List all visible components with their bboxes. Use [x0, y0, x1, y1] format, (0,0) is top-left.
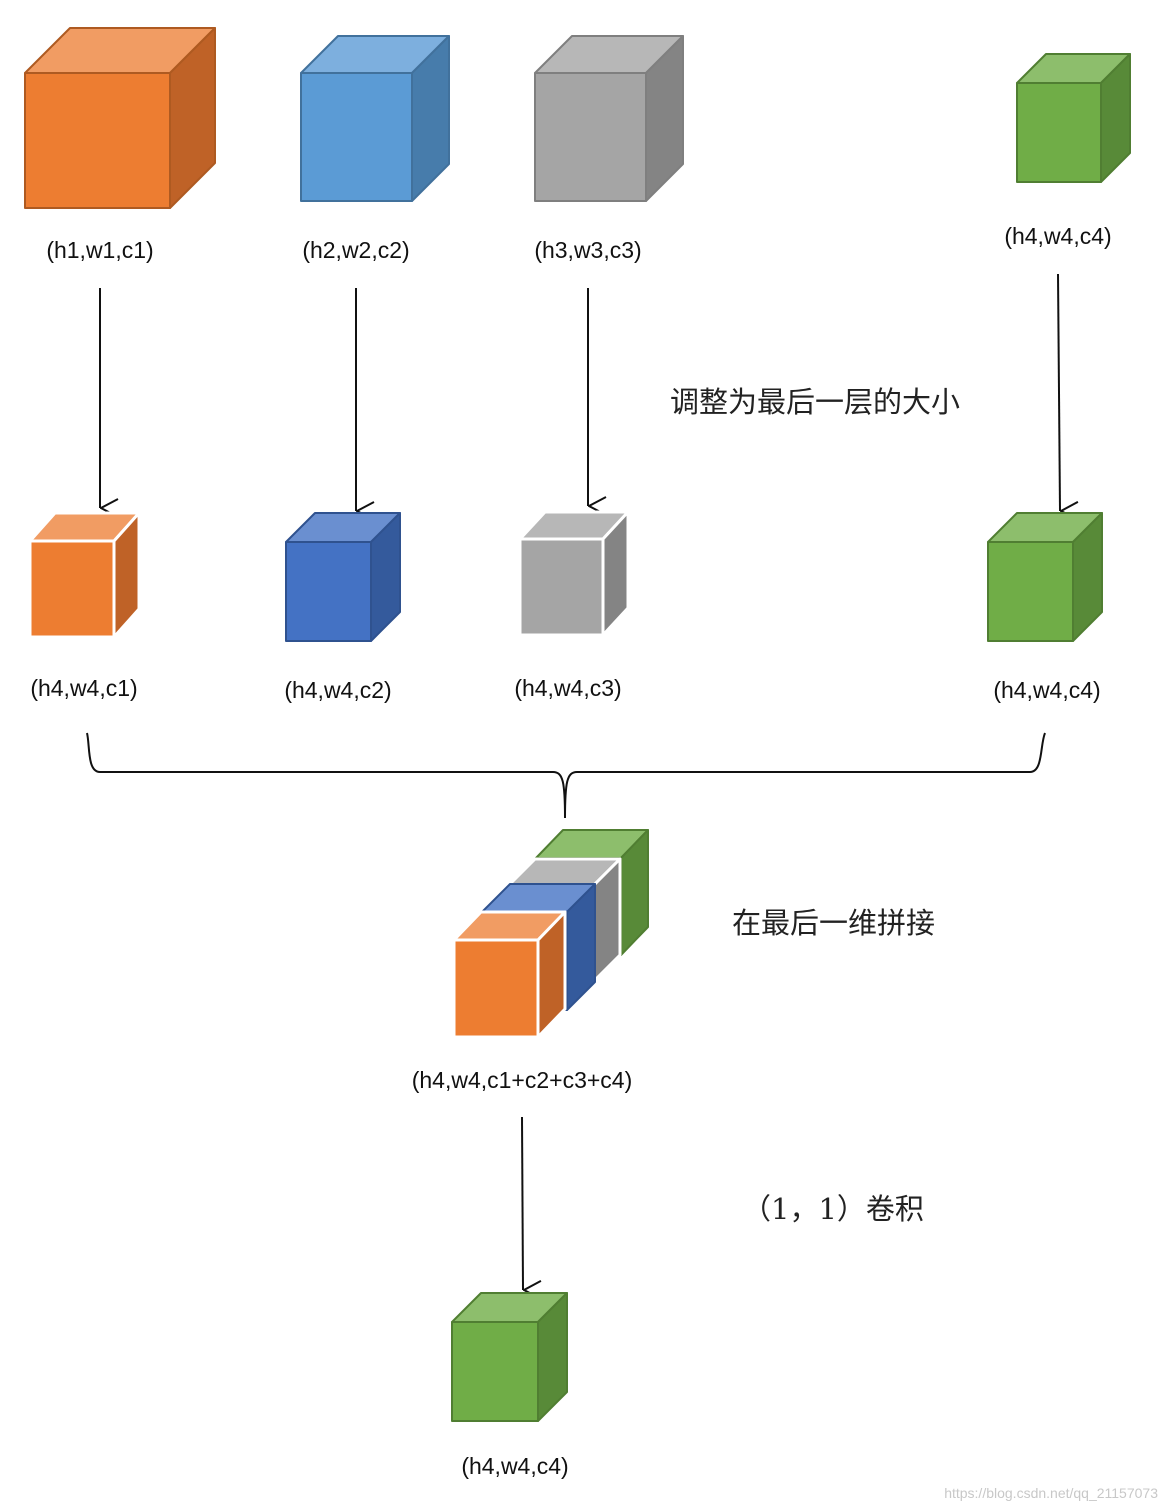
resized-label-3: (h4,w4,c3)	[514, 675, 621, 701]
resized-label-2: (h4,w4,c2)	[284, 677, 391, 703]
input-cube-2-front-face	[300, 72, 413, 202]
resized-cube-1	[28, 511, 141, 639]
resized-cube-3-front-face	[518, 537, 605, 637]
concat-label: (h4,w4,c1+c2+c3+c4)	[412, 1067, 633, 1093]
input-label-1: (h1,w1,c1)	[46, 237, 153, 263]
resized-cube-4	[987, 512, 1103, 642]
input-cube-4-front-face	[1016, 82, 1102, 183]
resize-arrow-4	[1057, 273, 1060, 511]
resize-note: 调整为最后一层的大小	[670, 385, 960, 419]
input-cube-2	[300, 35, 450, 202]
resized-cube-1-front-face	[28, 539, 116, 639]
input-cube-3-front-face	[534, 72, 647, 202]
input-cube-1-front-face	[24, 72, 171, 209]
resized-label-1: (h4,w4,c1)	[30, 675, 137, 701]
concat-note: 在最后一维拼接	[732, 906, 935, 940]
conv-arrow	[521, 1116, 523, 1290]
input-label-3: (h3,w3,c3)	[534, 237, 641, 263]
input-cube-4	[1016, 53, 1131, 183]
concat-cube-orange	[452, 910, 567, 1039]
concat-cube-orange-front-face	[452, 938, 540, 1039]
conv-note: （1，1）卷积	[742, 1192, 924, 1226]
input-cube-1	[24, 27, 216, 209]
resized-cube-2	[285, 512, 401, 642]
input-cube-3	[534, 35, 684, 202]
resized-cube-4-front-face	[987, 541, 1074, 642]
output-label: (h4,w4,c4)	[461, 1453, 568, 1479]
output-cube-front-face	[451, 1321, 539, 1422]
resized-cube-3	[518, 510, 630, 637]
input-label-4: (h4,w4,c4)	[1004, 223, 1111, 249]
watermark: https://blog.csdn.net/qq_21157073	[944, 1485, 1158, 1501]
resized-label-4: (h4,w4,c4)	[993, 677, 1100, 703]
concat-brace	[86, 732, 1046, 819]
output-cube	[451, 1292, 568, 1422]
resized-cube-2-front-face	[285, 541, 372, 642]
input-label-2: (h2,w2,c2)	[302, 237, 409, 263]
